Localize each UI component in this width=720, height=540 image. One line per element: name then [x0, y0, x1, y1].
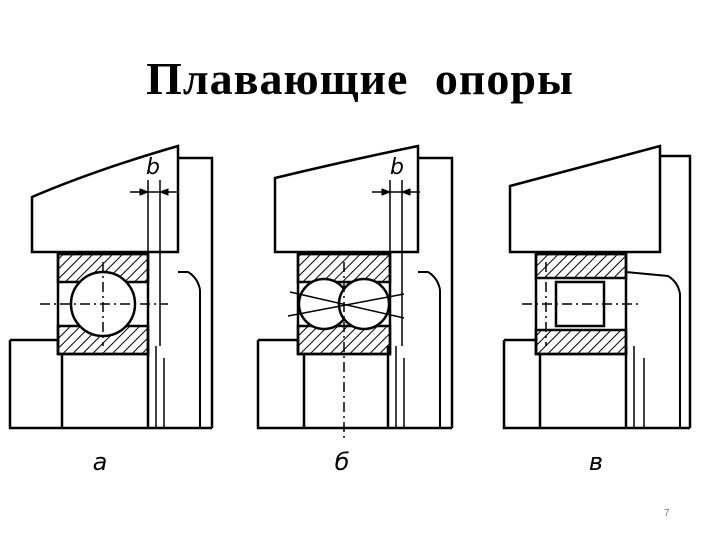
- panel-a-dimension-label: b: [146, 155, 160, 180]
- panel-v-inner-ring: [534, 328, 628, 356]
- panel-b-ball-right: [337, 277, 391, 331]
- panel-b-drawing: [256, 144, 454, 440]
- panel-a-housing: [30, 144, 180, 254]
- panel-v-caption: в: [588, 448, 604, 476]
- page-number: 7: [664, 508, 670, 519]
- panel-b-caption: б: [334, 448, 350, 476]
- panel-v-outer-ring: [534, 252, 628, 280]
- panel-b-housing: [273, 144, 420, 254]
- panel-v-housing-flange: [660, 154, 692, 428]
- panel-b-dimension-label: b: [390, 155, 404, 180]
- panel-a-drawing: [8, 144, 214, 430]
- panel-a-shaft: [8, 338, 212, 430]
- panel-b-housing-flange: [418, 156, 454, 428]
- panel-a-inner-ring: [56, 324, 150, 356]
- panel-v-shaft: [502, 338, 690, 430]
- panel-a-housing-flange: [178, 156, 214, 428]
- panel-a-caption: а: [92, 448, 108, 476]
- panel-v-drawing: [502, 144, 692, 430]
- panel-v-housing: [508, 144, 662, 254]
- slide-title: Плавающие опоры: [146, 53, 574, 104]
